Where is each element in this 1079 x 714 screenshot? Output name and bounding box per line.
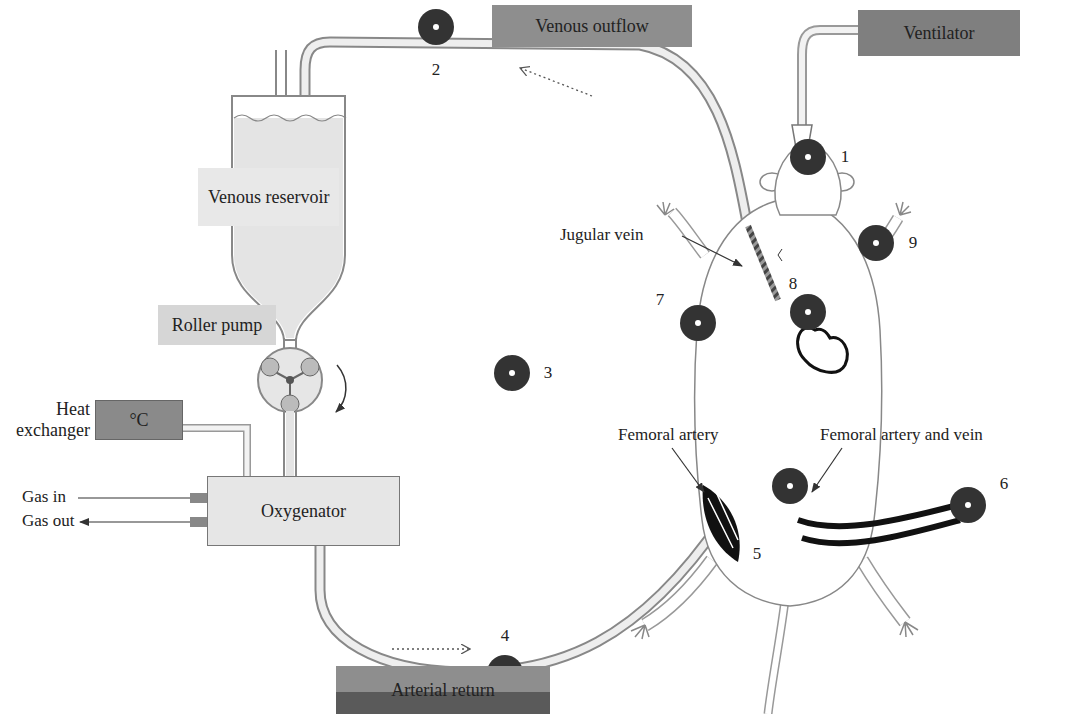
callout-number: 2 [432, 61, 441, 80]
callout-number: 4 [501, 627, 510, 646]
node-heading: Heat exchanger [4, 399, 90, 440]
callout-number: 6 [1000, 475, 1009, 494]
label-box: Arterial return [336, 666, 550, 714]
part-label: Jugular vein [560, 226, 644, 245]
node-text: Ventilator [904, 23, 975, 44]
connector [183, 428, 247, 476]
node-text: Oxygenator [261, 501, 346, 522]
node-text: °C [129, 410, 148, 431]
part-label: Gas in [22, 488, 66, 507]
oxygenator-box: Oxygenator [207, 476, 400, 546]
callout-number: 3 [544, 364, 553, 383]
callout-number: 1 [841, 148, 850, 167]
callout-number: 7 [656, 291, 665, 310]
node-text: Venous reservoir [208, 187, 329, 208]
part-label: Femoral artery and vein [820, 426, 983, 445]
node-text: Arterial return [391, 680, 494, 701]
heat-exchanger-box: °CHeat exchanger [95, 400, 183, 440]
equipment-box: Ventilator [858, 10, 1020, 56]
callout-number: 5 [753, 545, 762, 564]
node-text: Roller pump [172, 315, 263, 336]
part-label: Femoral artery [618, 426, 719, 445]
node-text: Venous outflow [535, 16, 649, 37]
label-box: Roller pump [158, 305, 276, 345]
label-box: Venous outflow [492, 5, 692, 47]
callout-number: 9 [909, 234, 918, 253]
callout-number: 8 [789, 275, 798, 294]
label-box: Venous reservoir [198, 168, 339, 226]
part-label: Gas out [22, 512, 74, 531]
